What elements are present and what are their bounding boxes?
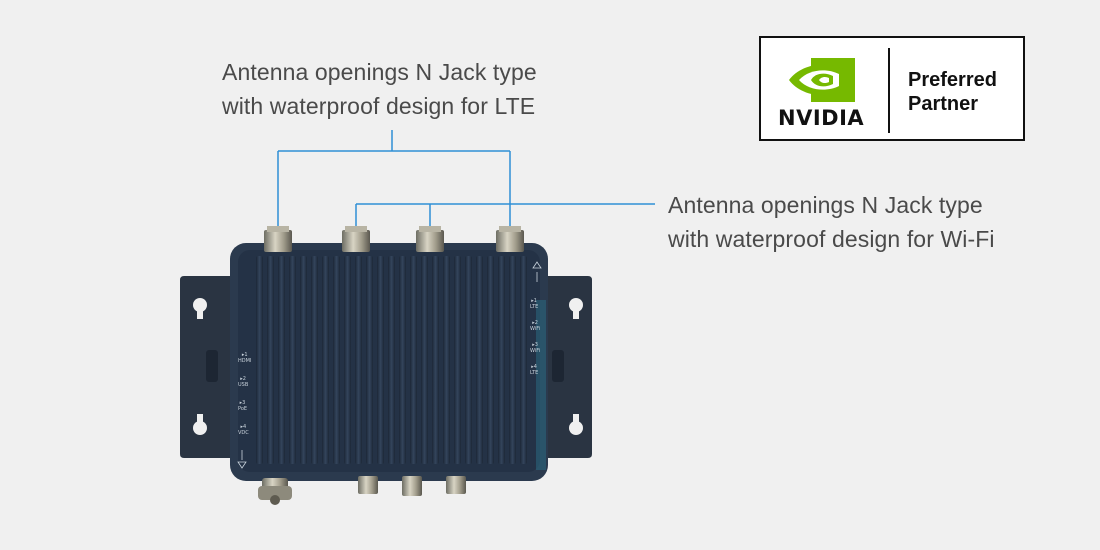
heatsink-fin bbox=[399, 256, 406, 464]
badge-divider bbox=[888, 48, 890, 133]
left-mounting-bracket bbox=[180, 276, 232, 458]
heatsink-fin bbox=[520, 256, 527, 464]
lte-caption-line-2: with waterproof design for LTE bbox=[222, 93, 536, 119]
bottom-connector-1 bbox=[358, 476, 378, 494]
nvidia-eye-logo-icon bbox=[789, 58, 855, 102]
right-mounting-bracket bbox=[544, 276, 592, 458]
port-number: ▸2 bbox=[240, 376, 246, 382]
heatsink-fin bbox=[421, 256, 428, 464]
heatsink-fin bbox=[443, 256, 450, 464]
heatsink-fins bbox=[256, 256, 527, 464]
heatsink-fin bbox=[344, 256, 351, 464]
heatsink-fin bbox=[267, 256, 274, 464]
lte-caption-line-1: Antenna openings N Jack type bbox=[222, 59, 537, 85]
port-number: ▸2 bbox=[532, 320, 538, 326]
bottom-connector-3 bbox=[446, 476, 466, 494]
wifi-antenna-connector-2 bbox=[416, 226, 444, 252]
lte-callout-lines bbox=[277, 130, 511, 232]
wifi-antenna-connector-1 bbox=[342, 226, 370, 252]
port-name: PoE bbox=[238, 406, 248, 412]
port-number: ▸3 bbox=[239, 400, 246, 406]
wifi-antenna-caption: Antenna openings N Jack type with waterp… bbox=[668, 188, 995, 256]
partner-label: Partner bbox=[908, 93, 979, 115]
lte-antenna-connector-1 bbox=[264, 226, 292, 252]
lte-antenna-connector-2 bbox=[496, 226, 524, 252]
heatsink-fin bbox=[388, 256, 395, 464]
bottom-left-indicator-icon bbox=[237, 450, 247, 469]
heatsink-fin bbox=[509, 256, 516, 464]
port-name: WiFi bbox=[530, 348, 541, 354]
port-name: LTE bbox=[530, 304, 539, 310]
heatsink-fin bbox=[278, 256, 285, 464]
port-name: LTE bbox=[530, 370, 539, 376]
heatsink-fin bbox=[311, 256, 318, 464]
heatsink-fin bbox=[333, 256, 340, 464]
bottom-cable-gland bbox=[258, 478, 292, 505]
lte-antenna-caption: Antenna openings N Jack type with waterp… bbox=[222, 55, 537, 123]
heatsink-fin bbox=[465, 256, 472, 464]
heatsink-fin bbox=[289, 256, 296, 464]
heatsink-fin bbox=[256, 256, 263, 464]
port-number: ▸1 bbox=[241, 352, 248, 358]
port-number: ▸4 bbox=[240, 424, 247, 430]
port-number: ▸1 bbox=[531, 298, 537, 304]
port-number: ▸3 bbox=[532, 342, 538, 348]
heatsink-fin bbox=[377, 256, 384, 464]
port-number: ▸4 bbox=[531, 364, 537, 370]
heatsink-fin bbox=[300, 256, 307, 464]
heatsink-fin bbox=[410, 256, 417, 464]
preferred-partner-text: Preferred Partner bbox=[908, 68, 997, 116]
heatsink-fin bbox=[322, 256, 329, 464]
heatsink-fin bbox=[432, 256, 439, 464]
heatsink-fin bbox=[454, 256, 461, 464]
port-name: WiFi bbox=[530, 326, 541, 332]
nvidia-wordmark: NVIDIA bbox=[778, 106, 865, 130]
heatsink-fin bbox=[476, 256, 483, 464]
heatsink-fin bbox=[487, 256, 494, 464]
port-name: VDC bbox=[238, 430, 249, 436]
heatsink-fin bbox=[366, 256, 373, 464]
wifi-caption-line-1: Antenna openings N Jack type bbox=[668, 192, 983, 218]
port-name: USB bbox=[238, 382, 249, 388]
nvidia-preferred-partner-badge: NVIDIA Preferred Partner bbox=[759, 36, 1025, 141]
wifi-caption-line-2: with waterproof design for Wi-Fi bbox=[668, 226, 995, 252]
bottom-connector-2 bbox=[402, 476, 422, 496]
preferred-label: Preferred bbox=[908, 69, 997, 91]
port-name: HDMI bbox=[238, 358, 252, 364]
heatsink-fin bbox=[498, 256, 505, 464]
heatsink-fin bbox=[355, 256, 362, 464]
top-right-indicator-icon bbox=[532, 261, 542, 282]
